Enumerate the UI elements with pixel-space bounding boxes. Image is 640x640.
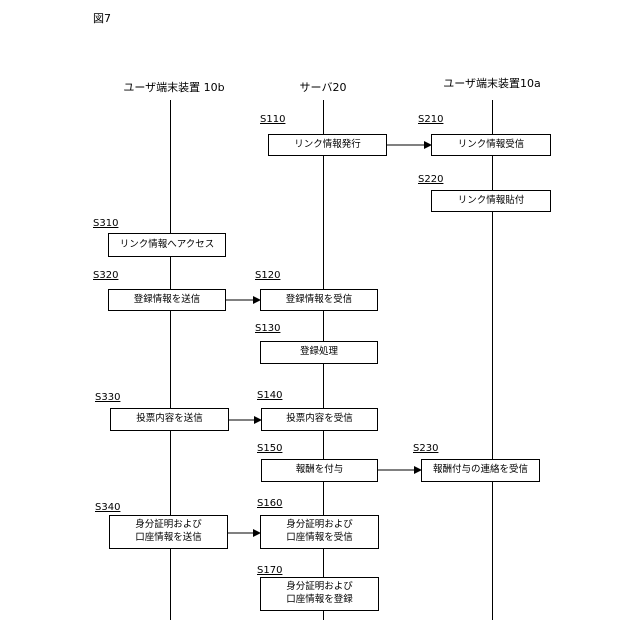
step-id-s340: S340 [95, 502, 120, 513]
step-id-s330: S330 [95, 392, 120, 403]
step-id-s120: S120 [255, 270, 280, 281]
box-s160: 身分証明および 口座情報を受信 [260, 515, 379, 549]
box-s120: 登録情報を受信 [260, 289, 378, 311]
box-s210: リンク情報受信 [431, 134, 551, 156]
step-id-s150: S150 [257, 443, 282, 454]
box-s230: 報酬付与の連絡を受信 [421, 459, 540, 482]
box-s130: 登録処理 [260, 341, 378, 364]
step-id-s210: S210 [418, 114, 443, 125]
box-s110: リンク情報発行 [268, 134, 387, 156]
step-id-s160: S160 [257, 498, 282, 509]
box-s340: 身分証明および 口座情報を送信 [109, 515, 228, 549]
box-s330: 投票内容を送信 [110, 408, 229, 431]
box-s170: 身分証明および 口座情報を登録 [260, 577, 379, 611]
box-s220: リンク情報貼付 [431, 190, 551, 212]
step-id-s220: S220 [418, 174, 443, 185]
step-id-s110: S110 [260, 114, 285, 125]
step-id-s140: S140 [257, 390, 282, 401]
step-id-s170: S170 [257, 565, 282, 576]
box-s140: 投票内容を受信 [261, 408, 378, 431]
box-s310: リンク情報へアクセス [108, 233, 226, 257]
step-id-s310: S310 [93, 218, 118, 229]
step-id-s230: S230 [413, 443, 438, 454]
box-s320: 登録情報を送信 [108, 289, 226, 311]
box-s150: 報酬を付与 [261, 459, 378, 482]
step-id-s130: S130 [255, 323, 280, 334]
step-id-s320: S320 [93, 270, 118, 281]
